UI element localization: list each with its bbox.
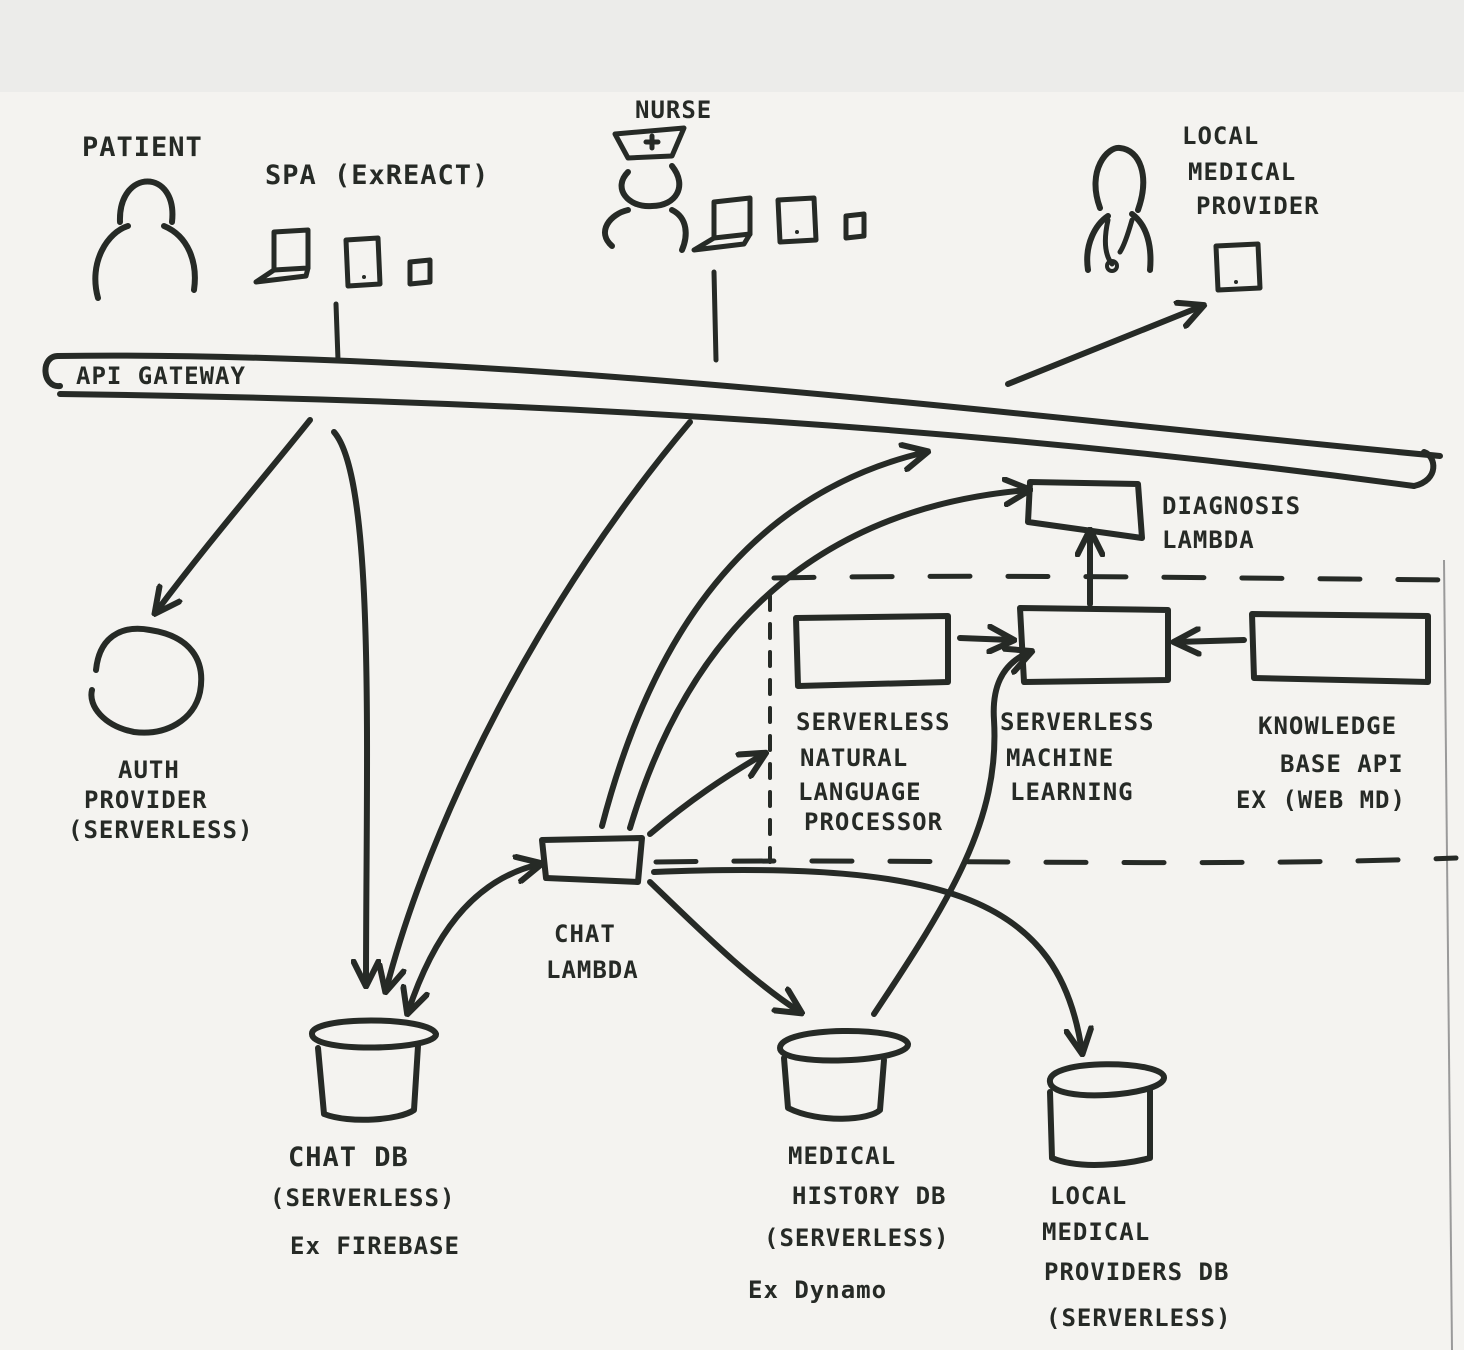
api-gateway <box>42 352 1443 489</box>
chatdb-chatlambda-arrow <box>408 864 540 1012</box>
nlp-label-1: SERVERLESS <box>796 708 951 736</box>
paper-right-edge <box>1443 559 1453 1350</box>
spa-label: SPA (ExREACT) <box>265 160 489 191</box>
auth-provider-circle <box>88 625 205 736</box>
provider-label-3: PROVIDER <box>1196 192 1320 220</box>
gateway-to-chatdb-arrow <box>331 429 367 984</box>
tablet-icon-nurse <box>775 195 819 245</box>
chat-db-label-2: (SERVERLESS) <box>270 1184 455 1212</box>
chat-lambda-to-providers-arrow <box>651 867 1082 1052</box>
providers-db-label-3: PROVIDERS DB <box>1044 1258 1229 1286</box>
chat-lambda-to-gateway-arrow <box>599 452 926 829</box>
spa-to-gateway-line <box>333 301 341 363</box>
providers-db-label-1: LOCAL <box>1050 1182 1127 1210</box>
kb-to-ml-arrow <box>1176 640 1247 642</box>
chat-lambda-to-nlp-arrow <box>647 754 764 837</box>
nurse-to-gateway-line <box>711 269 719 363</box>
nurse-icon <box>602 163 689 253</box>
chat-db-label-3: Ex FIREBASE <box>290 1232 460 1260</box>
api-gateway-label: API GATEWAY <box>76 362 246 390</box>
kb-label-2: BASE API <box>1280 750 1404 778</box>
gateway-to-auth-arrow <box>156 417 313 612</box>
phone-icon-nurse <box>843 211 867 241</box>
doctor-icon <box>1084 144 1154 273</box>
nlp-to-ml-arrow <box>957 638 1012 640</box>
chat-lambda-to-history-arrow <box>647 879 800 1012</box>
nlp-label-4: PROCESSOR <box>804 808 943 836</box>
diagnosis-label-1: DIAGNOSIS <box>1162 492 1301 520</box>
kb-box <box>1249 611 1431 685</box>
gateway-to-provider-arrow <box>1005 306 1202 387</box>
auth-label-2: PROVIDER <box>84 786 208 814</box>
ml-label-1: SERVERLESS <box>1000 708 1155 736</box>
history-db-label-2: HISTORY DB <box>792 1182 947 1210</box>
diagnosis-label-2: LAMBDA <box>1162 526 1255 554</box>
kb-label-1: KNOWLEDGE <box>1258 712 1397 740</box>
auth-label-1: AUTH <box>118 756 180 784</box>
paper-top-fold <box>0 0 1464 92</box>
nurse-cap-icon <box>612 125 687 161</box>
patient-label: PATIENT <box>82 132 203 163</box>
auth-label-3: (SERVERLESS) <box>68 816 253 844</box>
laptop-icon-nurse <box>691 195 753 253</box>
providers-db-label-4: (SERVERLESS) <box>1046 1304 1231 1332</box>
history-db-label-3: (SERVERLESS) <box>764 1224 949 1252</box>
provider-label-2: MEDICAL <box>1188 158 1296 186</box>
laptop-icon <box>253 227 311 285</box>
nlp-box <box>793 613 951 689</box>
history-to-ml-arrow <box>871 652 1030 1017</box>
nlp-label-3: LANGUAGE <box>798 778 922 806</box>
provider-label-1: LOCAL <box>1182 122 1259 150</box>
kb-label-3: EX (WEB MD) <box>1236 786 1406 814</box>
chat-db-label-1: CHAT DB <box>288 1142 409 1173</box>
serverless-boundary-top <box>771 573 1463 583</box>
tablet-icon <box>343 235 383 289</box>
ml-label-2: MACHINE <box>1006 744 1114 772</box>
patient-icon <box>92 178 198 301</box>
chat-lambda-label-1: CHAT <box>554 920 616 948</box>
chat-lambda-to-diagnosis-arrow <box>627 490 1028 831</box>
history-db-label-1: MEDICAL <box>788 1142 896 1170</box>
medical-history-db-cylinder <box>777 1027 911 1122</box>
diagnosis-lambda-box <box>1025 479 1145 541</box>
tablet-icon-provider <box>1213 241 1263 293</box>
providers-db-label-2: MEDICAL <box>1042 1218 1150 1246</box>
ml-label-3: LEARNING <box>1010 778 1134 806</box>
chat-db-cylinder <box>309 1017 439 1123</box>
nurse-label: NURSE <box>635 96 712 124</box>
phone-icon <box>407 257 433 287</box>
nlp-label-2: NATURAL <box>800 744 908 772</box>
history-db-label-4: Ex Dynamo <box>748 1276 887 1304</box>
serverless-boundary-bottom <box>653 855 1459 866</box>
local-providers-db-cylinder <box>1047 1061 1167 1168</box>
chat-lambda-label-2: LAMBDA <box>546 956 639 984</box>
